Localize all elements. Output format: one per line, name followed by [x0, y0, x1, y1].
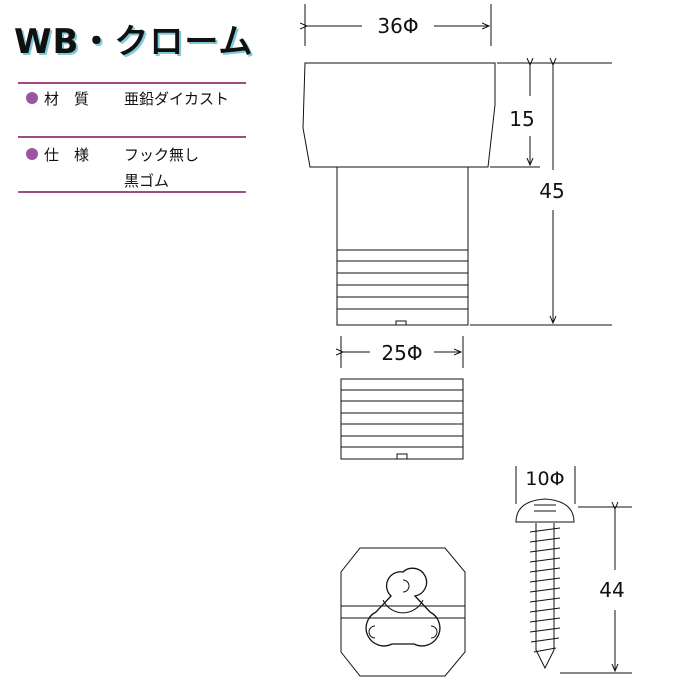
cap-shape — [302, 62, 496, 168]
cap-diameter-label: 36Φ — [377, 14, 418, 38]
total-height-dimension — [470, 63, 612, 326]
body-shape — [336, 166, 469, 326]
spec-top-rule — [18, 82, 246, 84]
screw-head-dimension — [515, 466, 576, 504]
material-bullet-icon — [26, 92, 38, 104]
cap-diameter-dimension — [305, 4, 492, 46]
bottom-view — [340, 547, 466, 677]
spec-middle-rule — [18, 136, 246, 138]
total-height-label: 45 — [539, 179, 564, 203]
body-diameter-dimension — [341, 336, 464, 368]
spec-bottom-rule — [18, 191, 246, 193]
material-value: 亜鉛ダイカスト — [124, 90, 230, 108]
body-diameter-label: 25Φ — [381, 341, 422, 365]
spec-value-rubber: 黒ゴム — [124, 172, 170, 190]
cap-height-label: 15 — [509, 107, 534, 131]
material-label: 材 質 — [44, 90, 90, 108]
spec-bullet-icon — [26, 148, 38, 160]
screw-length-dimension — [560, 507, 632, 674]
rubber-piece — [340, 378, 464, 460]
spec-value-hook: フック無し — [124, 146, 200, 164]
screw-length-label: 44 — [599, 578, 624, 602]
product-title: WB・クローム — [14, 22, 254, 62]
screw-head-diameter-label: 10Φ — [525, 468, 564, 490]
spec-label: 仕 様 — [44, 146, 90, 164]
screw-shape — [515, 498, 575, 670]
